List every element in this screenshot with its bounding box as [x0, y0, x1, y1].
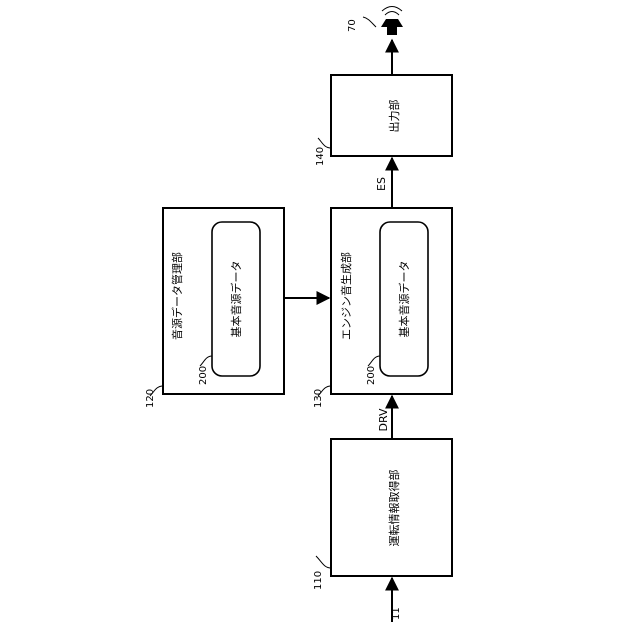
manager-basic-source-data-label: 基本音源データ [229, 261, 243, 338]
ref-130: 130 [313, 389, 324, 408]
source-data-manager-block: 音源データ管理部 基本音源データ 200 [163, 208, 284, 394]
ref-120: 120 [145, 389, 156, 408]
generator-ref-200: 200 [366, 366, 377, 385]
engine-sound-generator-block: エンジン音生成部 基本音源データ 200 [331, 208, 452, 394]
es-signal-label: ES [375, 177, 388, 191]
drv-signal-label: DRV [377, 408, 390, 432]
input-signal-label: 11 [391, 607, 402, 620]
generator-basic-source-data-label: 基本音源データ [397, 261, 411, 338]
engine-sound-generator-label: エンジン音生成部 [339, 252, 353, 340]
output-unit-label: 出力部 [387, 100, 401, 133]
output-unit-block: 出力部 [331, 75, 452, 156]
ref-110-leader [316, 556, 331, 568]
ref-70-leader [363, 17, 376, 27]
manager-ref-200: 200 [198, 366, 209, 385]
ref-140-leader [318, 138, 331, 148]
ref-140: 140 [315, 147, 326, 166]
ref-110: 110 [313, 571, 324, 590]
driving-info-acquirer-label: 運転情報取得部 [387, 470, 401, 547]
ref-70: 70 [347, 19, 358, 32]
speaker-icon [381, 7, 403, 36]
source-data-manager-label: 音源データ管理部 [170, 252, 184, 340]
driving-info-acquirer-block: 運転情報取得部 [331, 439, 452, 576]
